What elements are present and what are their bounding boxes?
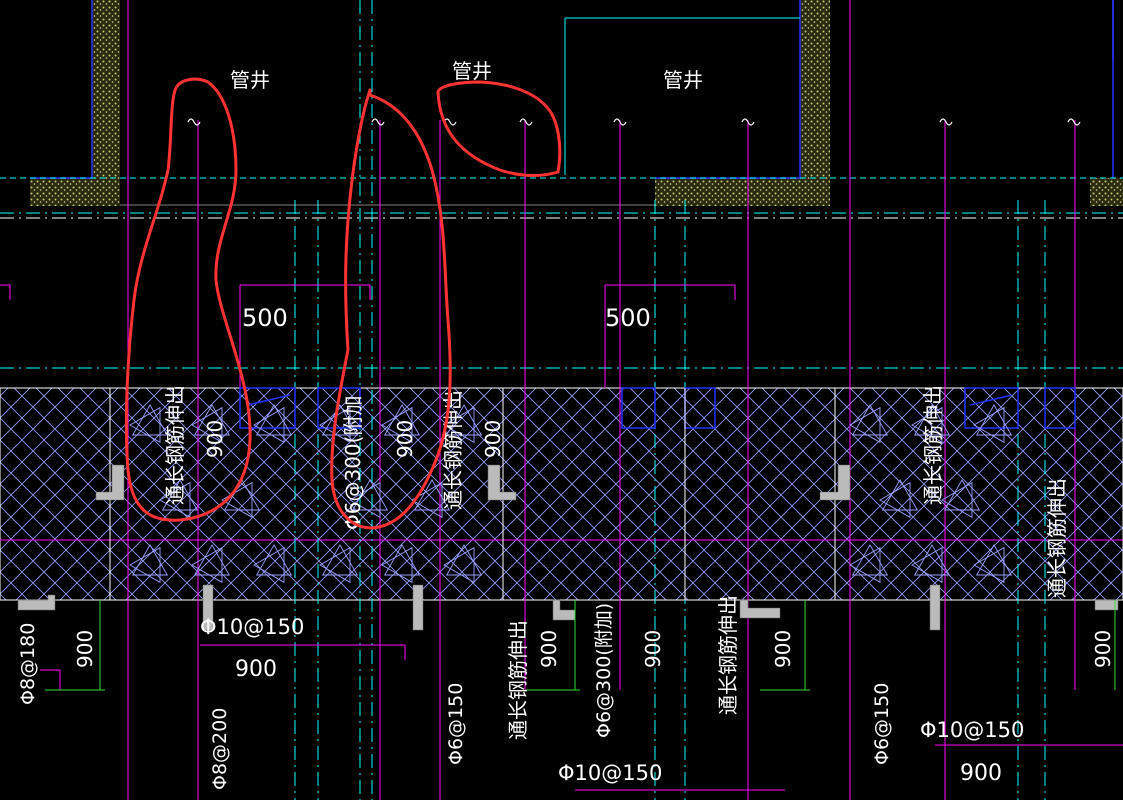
red-outline-left	[124, 77, 252, 522]
hatch-star	[443, 544, 483, 584]
wall-block-left	[30, 0, 120, 206]
red-markup-annotations	[124, 77, 562, 530]
hatch-star	[319, 544, 359, 584]
label-added-rebar-2: Φ6@300(附加)	[593, 603, 615, 738]
hatch-star	[849, 404, 889, 444]
dim-900-a: 900	[203, 420, 227, 458]
hatch-star	[443, 404, 483, 444]
label-through-rebar-3: 通长钢筋伸出	[921, 385, 945, 505]
label-shaft-2: 管井	[452, 59, 492, 83]
rebar-hooks	[17, 464, 1119, 631]
label-d8-200: Φ8@200	[209, 708, 231, 790]
hatch-star	[973, 544, 1013, 584]
dim-900-h: 900	[1091, 630, 1115, 668]
dimension-lines-green	[45, 600, 1116, 691]
hatch-star	[253, 404, 293, 444]
dim-900-d: 900	[73, 630, 97, 668]
hatch-star	[911, 544, 951, 584]
dim-500-right: 500	[605, 304, 651, 332]
hatch-star	[191, 544, 231, 584]
label-shaft-1: 管井	[230, 68, 270, 92]
hatch-star	[129, 544, 169, 584]
dim-900-j: 900	[960, 761, 1002, 786]
label-through-rebar-1: 通长钢筋伸出	[163, 385, 187, 505]
dim-900-g: 900	[771, 630, 795, 668]
dim-500-left: 500	[242, 304, 288, 332]
slab-hatch-band	[0, 387, 1123, 601]
label-through-rebar-4: 通长钢筋伸出	[1045, 478, 1069, 598]
hatch-star	[879, 479, 919, 519]
label-through-rebar-5: 通长钢筋伸出	[506, 620, 530, 740]
label-shaft-3: 管井	[663, 68, 703, 92]
dim-900-e: 900	[537, 630, 561, 668]
dim-900-c: 900	[481, 420, 505, 458]
hatch-star	[159, 479, 199, 519]
hatch-star	[911, 404, 951, 444]
label-through-rebar-2: 通长钢筋伸出	[441, 390, 465, 510]
hatch-star	[849, 544, 889, 584]
label-d10-150-a: Φ10@150	[200, 615, 304, 639]
hatch-star	[973, 404, 1013, 444]
label-through-rebar-6: 通长钢筋伸出	[716, 595, 740, 715]
label-d6-150-a: Φ6@150	[445, 683, 467, 765]
label-added-rebar-1: Φ6@300(附加	[341, 396, 365, 530]
hatch-star	[221, 479, 261, 519]
dim-900-b: 900	[393, 420, 417, 458]
label-d8-180: Φ8@180	[17, 623, 39, 705]
red-outline-middle	[330, 88, 452, 530]
hatch-star	[191, 404, 231, 444]
wall-block-right	[655, 0, 1123, 206]
break-symbols	[187, 118, 1081, 126]
dim-900-f: 900	[641, 630, 665, 668]
hatch-star	[349, 479, 389, 519]
hatch-star	[941, 479, 981, 519]
hatch-star	[381, 544, 421, 584]
hatch-star	[253, 544, 293, 584]
label-d6-150-b: Φ6@150	[871, 683, 893, 765]
hatch-star	[381, 404, 421, 444]
hatch-star	[411, 479, 451, 519]
red-outline-right	[436, 80, 562, 177]
dim-900-i: 900	[235, 657, 277, 682]
hatch-star	[129, 404, 169, 444]
wall-outlines-blue	[239, 0, 1114, 429]
label-d10-150-b: Φ10@150	[558, 761, 662, 785]
label-d10-150-c: Φ10@150	[920, 718, 1024, 742]
